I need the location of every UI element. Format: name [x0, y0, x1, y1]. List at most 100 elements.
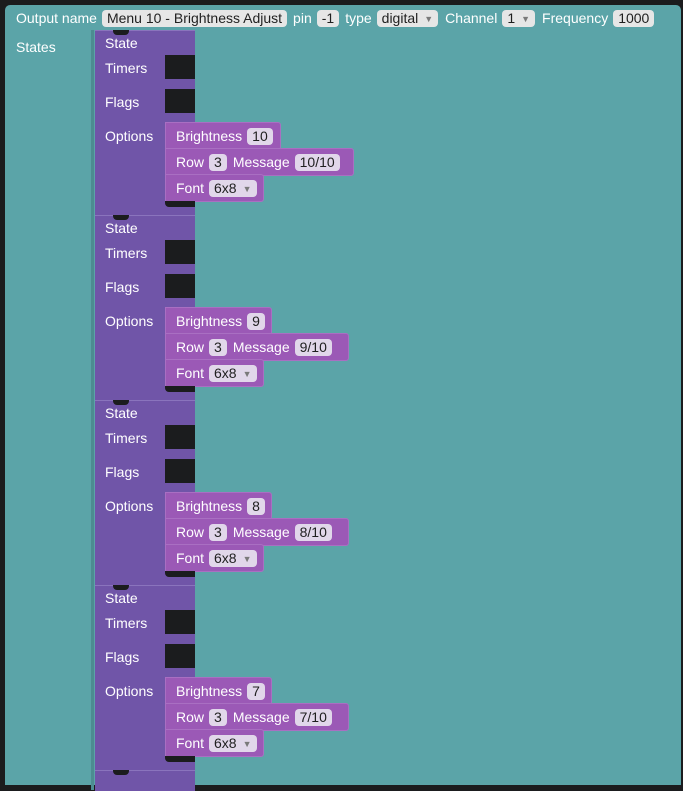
dropdown-arrow-icon: ▼	[242, 368, 252, 379]
brightness-field[interactable]: 9	[247, 312, 265, 330]
font-label: Font	[176, 365, 205, 381]
channel-dropdown[interactable]: 1▼	[502, 9, 536, 27]
state-label: State	[105, 405, 138, 421]
output-name-field[interactable]: Menu 10 - Brightness Adjust	[101, 9, 288, 27]
message-field[interactable]: 10/10	[294, 153, 340, 171]
font-dropdown[interactable]: 6x8 ▼	[209, 549, 257, 567]
row-field[interactable]: 3	[209, 708, 227, 726]
dropdown-arrow-icon: ▼	[521, 13, 531, 24]
stack-end-marker	[165, 201, 195, 207]
flags-input-slot[interactable]	[165, 644, 195, 668]
font-option-block[interactable]: Font 6x8 ▼	[165, 544, 264, 572]
type-value: digital	[381, 9, 419, 26]
stack-end-marker	[165, 571, 195, 577]
font-dropdown[interactable]: 6x8 ▼	[209, 364, 257, 382]
font-value: 6x8	[214, 179, 237, 196]
states-label: States	[16, 39, 56, 55]
options-label: Options	[105, 128, 154, 144]
flags-input-slot[interactable]	[165, 89, 195, 113]
options-label: Options	[105, 683, 154, 699]
timers-input-slot[interactable]	[165, 55, 195, 79]
flags-input-slot[interactable]	[165, 459, 195, 483]
font-option-block[interactable]: Font 6x8 ▼	[165, 729, 264, 757]
frequency-field[interactable]: 1000	[613, 9, 655, 27]
frequency-label: Frequency	[542, 10, 609, 26]
brightness-field[interactable]: 8	[247, 497, 265, 515]
row-field[interactable]: 3	[209, 338, 227, 356]
stack-end-marker	[165, 386, 195, 392]
message-label: Message	[232, 709, 290, 725]
block-notch	[113, 215, 129, 220]
state-block[interactable]	[95, 770, 195, 791]
message-field[interactable]: 9/10	[294, 338, 332, 356]
state-label: State	[105, 220, 138, 236]
dropdown-arrow-icon: ▼	[242, 183, 252, 194]
timers-label: Timers	[105, 430, 148, 446]
timers-input-slot[interactable]	[165, 425, 195, 449]
output-name-label: Output name	[16, 10, 97, 26]
message-label: Message	[232, 524, 290, 540]
font-option-block[interactable]: Font 6x8 ▼	[165, 174, 264, 202]
font-value: 6x8	[214, 734, 237, 751]
font-label: Font	[176, 735, 205, 751]
block-notch	[113, 30, 129, 35]
options-label: Options	[105, 498, 154, 514]
message-label: Message	[232, 339, 290, 355]
timers-input-slot[interactable]	[165, 610, 195, 634]
row-label: Row	[176, 154, 205, 170]
row-field[interactable]: 3	[209, 153, 227, 171]
font-value: 6x8	[214, 549, 237, 566]
font-label: Font	[176, 550, 205, 566]
type-label: type	[345, 10, 372, 26]
states-input-bar	[91, 30, 94, 790]
dropdown-arrow-icon: ▼	[242, 738, 252, 749]
timers-label: Timers	[105, 615, 148, 631]
font-value: 6x8	[214, 364, 237, 381]
block-notch	[113, 400, 129, 405]
font-dropdown[interactable]: 6x8 ▼	[209, 734, 257, 752]
block-notch	[113, 770, 129, 775]
brightness-label: Brightness	[176, 313, 243, 329]
dropdown-arrow-icon: ▼	[424, 13, 434, 24]
pin-field[interactable]: -1	[316, 9, 340, 27]
state-label: State	[105, 35, 138, 51]
brightness-field[interactable]: 10	[247, 127, 273, 145]
flags-label: Flags	[105, 279, 140, 295]
flags-label: Flags	[105, 464, 140, 480]
brightness-field[interactable]: 7	[247, 682, 265, 700]
font-label: Font	[176, 180, 205, 196]
state-label: State	[105, 590, 138, 606]
options-label: Options	[105, 313, 154, 329]
font-option-block[interactable]: Font 6x8 ▼	[165, 359, 264, 387]
dropdown-arrow-icon: ▼	[242, 553, 252, 564]
brightness-label: Brightness	[176, 498, 243, 514]
stack-end-marker	[165, 756, 195, 762]
brightness-label: Brightness	[176, 128, 243, 144]
timers-label: Timers	[105, 60, 148, 76]
type-dropdown[interactable]: digital ▼	[376, 9, 439, 27]
message-field[interactable]: 8/10	[294, 523, 332, 541]
row-label: Row	[176, 339, 205, 355]
font-dropdown[interactable]: 6x8 ▼	[209, 179, 257, 197]
timers-label: Timers	[105, 245, 148, 261]
channel-label: Channel	[445, 10, 498, 26]
pin-label: pin	[293, 10, 312, 26]
brightness-label: Brightness	[176, 683, 243, 699]
message-label: Message	[232, 154, 290, 170]
row-label: Row	[176, 709, 205, 725]
flags-input-slot[interactable]	[165, 274, 195, 298]
message-field[interactable]: 7/10	[294, 708, 332, 726]
output-header: Output name Menu 10 - Brightness Adjust …	[5, 5, 681, 31]
timers-input-slot[interactable]	[165, 240, 195, 264]
row-label: Row	[176, 524, 205, 540]
row-field[interactable]: 3	[209, 523, 227, 541]
flags-label: Flags	[105, 649, 140, 665]
